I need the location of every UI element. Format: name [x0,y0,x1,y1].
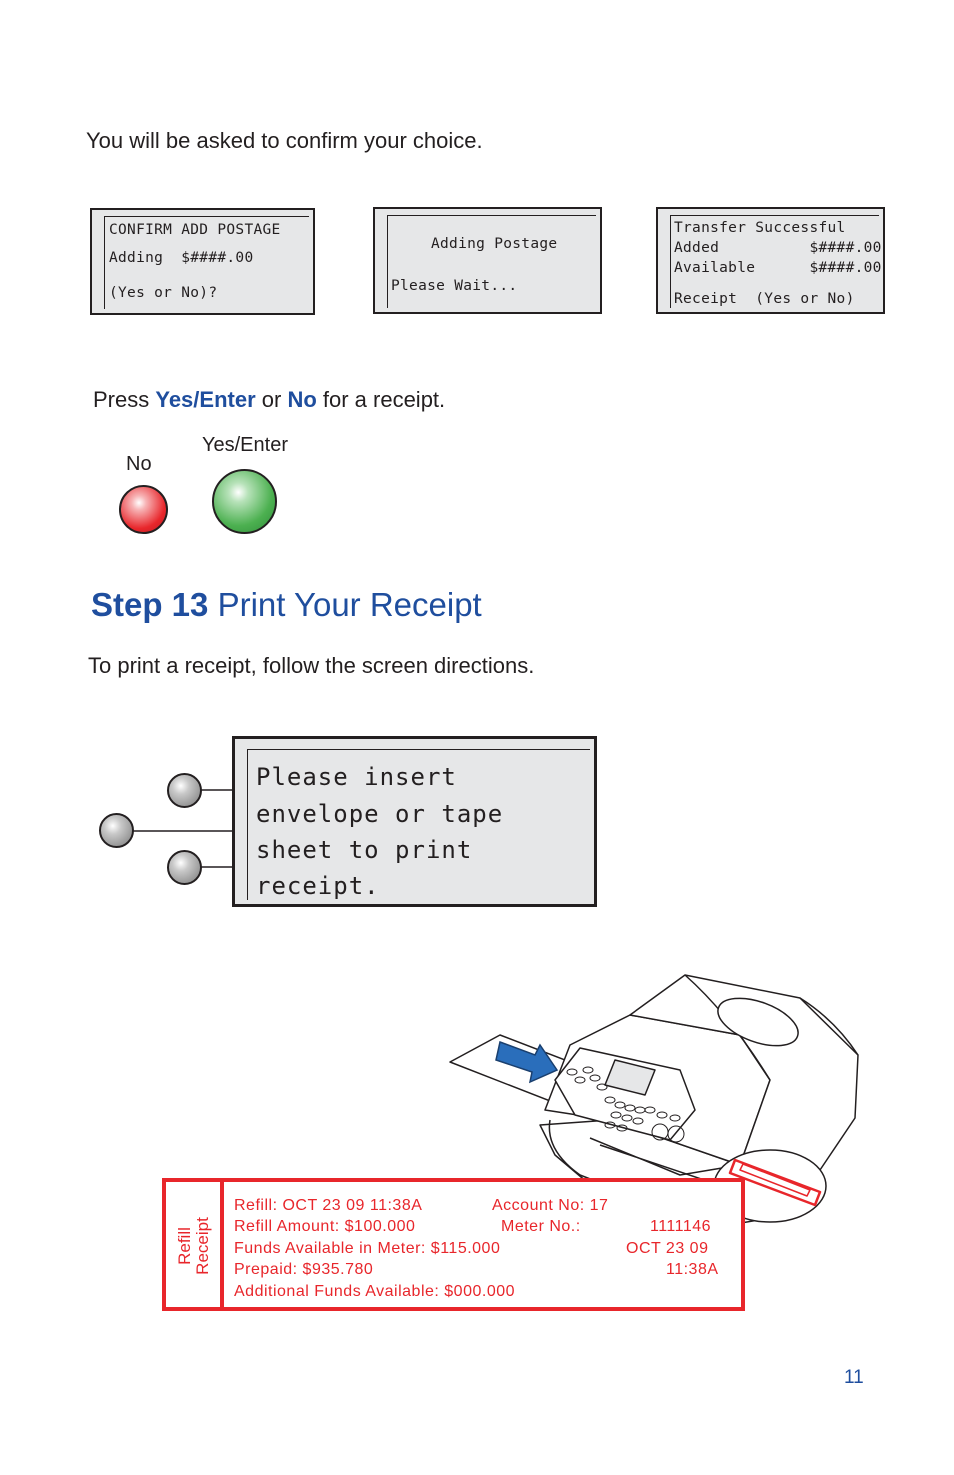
softkey-bottom[interactable] [167,850,202,885]
yes-enter-button[interactable] [212,469,277,534]
receipt-line: 11:38A [666,1261,719,1278]
no-keyword: No [287,387,317,412]
receipt-line: OCT 23 09 [626,1240,709,1257]
receipt-line: Additional Funds Available: $000.000 [234,1283,516,1300]
lcd-line: Receipt (Yes or No) [674,291,855,307]
postage-meter-illustration [449,974,859,1230]
lcd-line: Adding Postage [431,236,558,252]
lcd-line: Adding $####.00 [109,250,254,266]
yes-enter-keyword: Yes/Enter [155,387,256,412]
lcd-screen-adding: Adding Postage Please Wait... [373,207,602,314]
step-heading: Step 13 Print Your Receipt [91,586,482,624]
lcd-line: (Yes or No)? [109,285,218,301]
lcd-line: Available $####.00 [674,260,882,276]
intro-text: You will be asked to confirm your choice… [86,128,483,153]
step-number: Step 13 [91,586,209,623]
softkey-top[interactable] [167,773,202,808]
softkey-leaders [131,789,235,868]
receipt-divider [220,1182,224,1307]
receipt-line: Funds Available in Meter: $115.000 [234,1240,501,1257]
lcd-line: receipt. [256,872,380,900]
step-instruction: To print a receipt, follow the screen di… [88,653,535,678]
softkey-middle[interactable] [99,813,134,848]
lcd-line: envelope or tape [256,800,504,828]
receipt-side-label: Refill Receipt [175,1217,212,1275]
step-title: Print Your Receipt [217,586,482,623]
lcd-screen-transfer: Transfer Successful Added $####.00 Avail… [656,207,885,314]
lcd-screen-confirm: CONFIRM ADD POSTAGE Adding $####.00 (Yes… [90,208,315,315]
receipt-line: Account No: 17 [492,1197,609,1214]
refill-receipt: Refill Receipt Refill: OCT 23 09 11:38A … [162,1178,745,1311]
press-instruction: Press Yes/Enter or No for a receipt. [93,387,446,412]
lcd-screen-print-receipt: Please insert envelope or tape sheet to … [232,736,597,907]
receipt-line: Refill: OCT 23 09 11:38A [234,1197,423,1214]
lcd-line: Transfer Successful [674,220,846,236]
lcd-line: Added $####.00 [674,240,882,256]
yes-button-label: Yes/Enter [202,434,288,456]
no-button-label: No [126,453,152,475]
lcd-line: CONFIRM ADD POSTAGE [109,222,281,238]
no-button[interactable] [119,485,168,534]
receipt-line: Meter No.: [501,1218,581,1235]
receipt-line: Prepaid: $935.780 [234,1261,374,1278]
lcd-line: Please Wait... [391,278,518,294]
lcd-line: Please insert [256,763,457,791]
receipt-line: Refill Amount: $100.000 [234,1218,416,1235]
receipt-line: 1111146 [650,1218,712,1235]
lcd-line: sheet to print [256,836,473,864]
page-number: 11 [844,1367,864,1388]
